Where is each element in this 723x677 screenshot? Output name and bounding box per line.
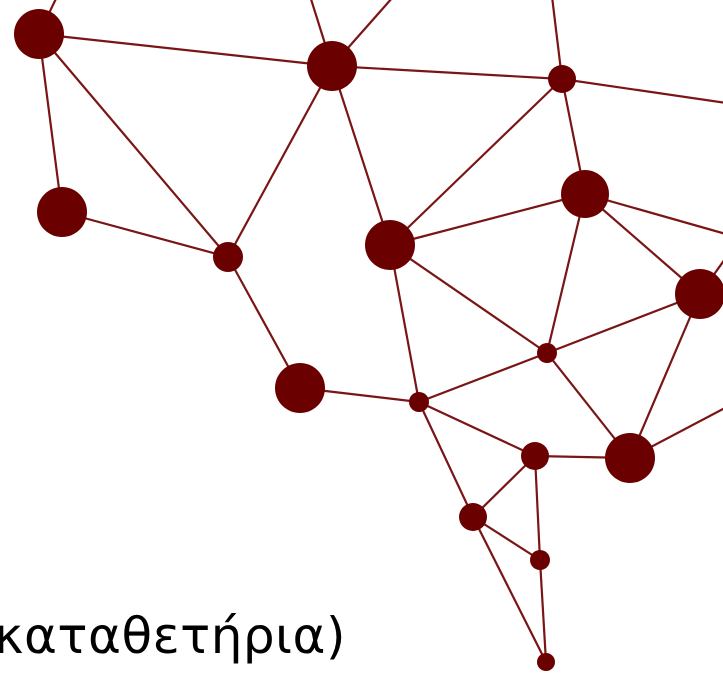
graph-edge-5 xyxy=(38,32,333,68)
graph-node-o xyxy=(530,550,550,570)
graph-edge-15 xyxy=(584,192,723,235)
graph-edge-32 xyxy=(472,455,536,518)
graph-edges xyxy=(37,0,723,663)
graph-edge-7 xyxy=(561,77,723,104)
graph-node-l xyxy=(521,442,549,470)
caption-text: καταθετήρια) xyxy=(0,607,347,665)
graph-edge-36 xyxy=(538,559,548,663)
graph-edge-12 xyxy=(330,65,392,246)
graph-node-c xyxy=(548,65,576,93)
graph-node-b xyxy=(307,41,357,91)
graph-node-g xyxy=(561,170,609,218)
graph-edge-17 xyxy=(584,193,701,295)
graph-edge-19 xyxy=(389,244,548,354)
graph-node-n xyxy=(459,503,487,531)
graph-edge-31 xyxy=(418,401,474,518)
graph-node-i xyxy=(537,343,557,363)
graph-edge-6 xyxy=(331,64,563,81)
graph-node-a xyxy=(14,9,64,59)
graph-edge-18 xyxy=(545,193,587,354)
graph-edge-20 xyxy=(546,292,701,355)
graph-edge-25 xyxy=(418,351,548,404)
graph-node-m xyxy=(605,433,655,483)
graph-node-d xyxy=(37,187,87,237)
graph-node-j xyxy=(275,363,325,413)
graph-edge-22 xyxy=(628,293,702,459)
graph-node-f xyxy=(365,220,415,270)
graph-edge-16 xyxy=(389,192,586,247)
graph-edge-13 xyxy=(389,78,563,246)
graph-node-p xyxy=(537,653,555,671)
graph-edge-35 xyxy=(472,516,547,663)
graph-node-k xyxy=(409,392,429,412)
graph-edge-29 xyxy=(418,401,536,457)
graph-edge-9 xyxy=(38,33,229,258)
graph-edge-10 xyxy=(61,210,229,259)
graph-edge-33 xyxy=(533,455,542,561)
graph-edge-4 xyxy=(551,0,564,80)
graph-node-e xyxy=(213,242,243,272)
graph-edge-11 xyxy=(227,65,333,258)
graph-edge-28 xyxy=(388,244,421,403)
graph-nodes xyxy=(14,9,723,671)
graph-edge-8 xyxy=(37,33,64,213)
graph-node-h xyxy=(675,269,723,319)
